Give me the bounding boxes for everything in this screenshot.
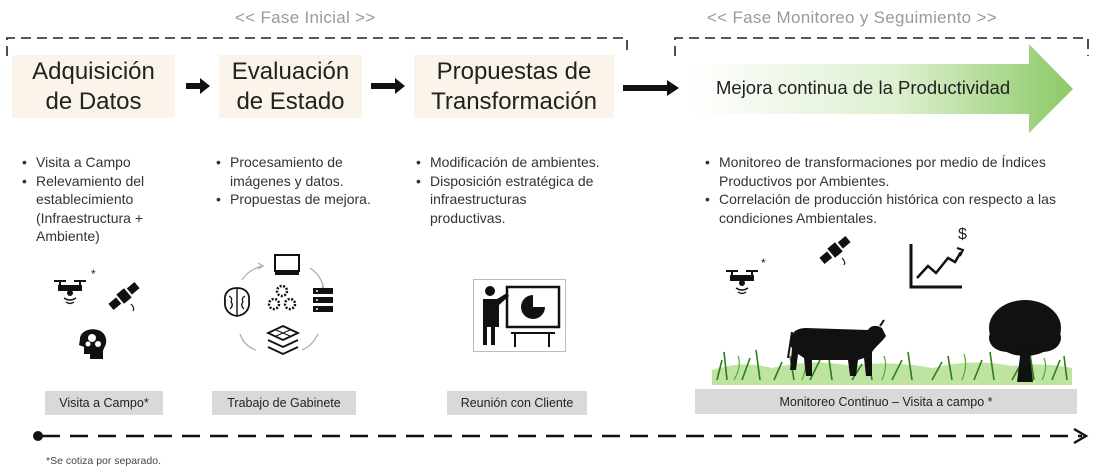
phase-title-monitoring: << Fase Monitoreo y Seguimiento >> (707, 8, 997, 27)
bullet-item: Modificación de ambientes. (416, 153, 605, 172)
bullet-item: Propuestas de mejora. (216, 190, 378, 209)
bullet-item: Disposición estratégica de infraestructu… (416, 172, 605, 228)
bullet-item: Procesamiento de imágenes y datos. (216, 153, 378, 190)
bullet-list-data-acquisition: Visita a Campo Relevamiento del establec… (20, 153, 186, 246)
continuous-improvement-arrow (689, 44, 1073, 133)
arrow-right-icon (186, 78, 210, 94)
step-title-line: Evaluación (231, 57, 350, 85)
drone-icon (726, 270, 758, 295)
satellite-icon (108, 282, 140, 312)
step-title-line: Propuestas de (436, 57, 592, 85)
step-box-data-acquisition: Adquisición de Datos (12, 55, 175, 118)
satellite-icon (819, 236, 851, 266)
cow-icon (787, 319, 886, 376)
bullet-list-continuous-improvement: Monitoreo de transformaciones por medio … (703, 153, 1089, 227)
bullet-item: Monitoreo de transformaciones por medio … (705, 153, 1089, 190)
server-icon (313, 288, 333, 312)
step-title-line: de Estado (236, 87, 345, 115)
step-title-line: Transformación (431, 87, 597, 115)
tree-icon (989, 300, 1061, 382)
dollar-sign-icon: $ (958, 226, 967, 243)
step-title-line: de Datos (45, 87, 142, 115)
phase-title-initial: << Fase Inicial >> (235, 8, 376, 27)
timeline-arrow (33, 427, 1089, 445)
bullet-list-state-evaluation: Procesamiento de imágenes y datos. Propu… (214, 153, 378, 209)
asterisk-mark: * (91, 267, 96, 281)
drone-icon (54, 280, 86, 305)
step-box-state-evaluation: Evaluación de Estado (219, 55, 362, 118)
gears-icon (267, 284, 297, 311)
label-client-meeting: Reunión con Cliente (447, 391, 587, 415)
processing-cycle-icon (239, 262, 325, 351)
asterisk-mark: * (761, 256, 766, 270)
phase-bracket-initial (6, 37, 628, 56)
bullet-item: Relevamiento del establecimiento (Infrae… (22, 172, 186, 246)
grass-illustration (712, 349, 1072, 385)
monitor-icon (274, 254, 300, 275)
footnote: *Se cotiza por separado. (46, 455, 161, 467)
step-title-line: Adquisición (32, 57, 155, 85)
presentation-icon (473, 279, 566, 352)
bullet-item: Visita a Campo (22, 153, 186, 172)
step-title-continuous-improvement: Mejora continua de la Productividad (716, 77, 1011, 98)
brain-icon (223, 287, 251, 317)
step-box-transformation-proposals: Propuestas de Transformación (414, 55, 614, 118)
phase-bracket-monitoring (674, 37, 1089, 56)
label-office-work: Trabajo de Gabinete (212, 391, 356, 415)
layers-icon (265, 325, 301, 355)
label-continuous-monitoring: Monitoreo Continuo – Visita a campo * (695, 389, 1077, 414)
label-field-visit: Visita a Campo* (45, 391, 163, 415)
arrow-right-icon (623, 80, 679, 96)
head-gears-icon (79, 329, 107, 359)
arrow-right-icon (371, 78, 405, 94)
bullet-list-transformation-proposals: Modificación de ambientes. Disposición e… (414, 153, 605, 227)
bullet-item: Correlación de producción histórica con … (705, 190, 1089, 227)
growth-chart-icon (909, 244, 965, 289)
